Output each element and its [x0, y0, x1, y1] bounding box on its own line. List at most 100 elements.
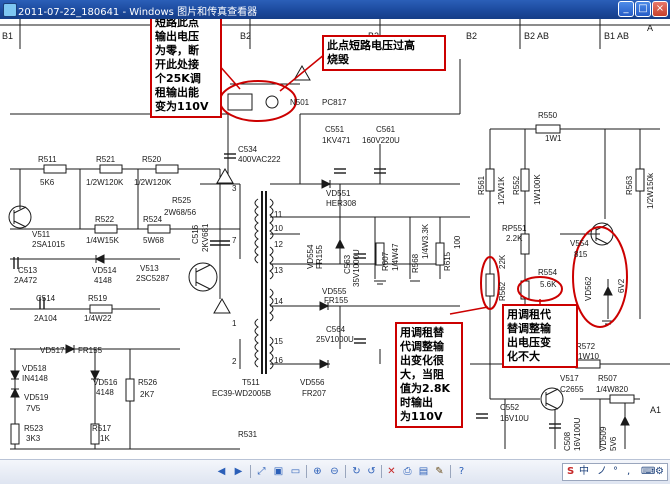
toolbar-separator: [450, 465, 451, 478]
image-canvas: B1 B2 B2 B2 B2 AB B1 AB A A1 N501 PC817 …: [0, 19, 670, 459]
edge-label: A: [647, 23, 653, 33]
component-label: R607: [381, 251, 390, 271]
schematic-drawing: B1 B2 B2 B2 B2 AB B1 AB A A1 N501 PC817 …: [0, 19, 670, 451]
print-icon[interactable]: ⎙: [403, 466, 412, 477]
note-line: 为零，断: [155, 44, 199, 57]
ime-pinyin-label: ノ: [597, 466, 607, 477]
component-label: EC39-WD2005B: [212, 389, 271, 398]
settings-icon[interactable]: ⚙: [655, 466, 664, 477]
component-label: R522: [95, 215, 115, 224]
annotation-note-pot-replacement: 用调租替 代调整输 出变化很 大，当阻 值为2.8K 时输出 为110V: [395, 322, 463, 428]
annotation-note-short-circuit: 短路此点 输出电压 为零，断 开此处接 个25K调 租输出能 变为110V: [150, 19, 222, 118]
help-icon[interactable]: ?: [458, 466, 465, 477]
part-label: PC817: [322, 98, 347, 107]
note-line: 个25K调: [155, 72, 201, 85]
edit-icon[interactable]: ✎: [435, 466, 444, 477]
component-label: FR207: [302, 389, 327, 398]
component-label: 7V5: [26, 404, 41, 413]
ime-punct-label: ,: [627, 466, 631, 477]
component-label: RP551: [502, 224, 527, 233]
component-label: 1/4W22: [84, 314, 112, 323]
save-icon[interactable]: ▤: [418, 466, 429, 477]
edge-label: B1 AB: [604, 31, 629, 41]
edge-label: B2 AB: [524, 31, 549, 41]
maximize-button[interactable]: □: [635, 1, 651, 17]
note-line: 值为2.8K: [400, 382, 451, 395]
keyboard-icon[interactable]: ⌨: [641, 466, 656, 477]
component-label: IN4148: [22, 374, 48, 383]
component-label: R521: [96, 155, 116, 164]
component-label: 22K: [498, 254, 507, 269]
pin-label: 1: [232, 319, 237, 328]
slideshow-icon[interactable]: ▭: [290, 466, 301, 477]
component-label: 400VAC222: [238, 155, 281, 164]
delete-icon[interactable]: ✕: [387, 466, 396, 477]
component-label: VD554: [306, 244, 315, 269]
edge-label: B1: [2, 31, 13, 41]
note-line: 开此处接: [155, 58, 199, 71]
component-label: 815: [574, 250, 588, 259]
component-label: 16V10U: [500, 414, 529, 423]
note-line: 用调租替: [400, 326, 444, 339]
component-label: R531: [238, 430, 258, 439]
best-fit-icon[interactable]: ⤢: [257, 466, 266, 477]
component-label: 2.2K: [506, 234, 523, 243]
component-label: C508: [563, 431, 572, 451]
component-label: 3K3: [26, 434, 41, 443]
note-line: 此点短路电压过高: [327, 39, 415, 52]
zoom-out-icon[interactable]: ⊖: [330, 466, 339, 477]
component-label: VD555: [322, 287, 347, 296]
component-label: 1W100K: [533, 174, 542, 205]
component-label: R550: [538, 111, 558, 120]
rotate-cw-icon[interactable]: ↻: [352, 466, 361, 477]
note-line: 时输出: [400, 396, 433, 409]
forward-icon[interactable]: ▶: [234, 466, 243, 477]
component-label: V554: [570, 239, 589, 248]
note-line: 出变化很: [400, 354, 444, 367]
component-label: R519: [88, 294, 108, 303]
pin-label: 15: [274, 337, 283, 346]
component-label: C551: [325, 125, 345, 134]
minimize-button[interactable]: _: [618, 1, 634, 17]
close-button[interactable]: ×: [652, 1, 668, 17]
component-label: 6V2: [617, 278, 626, 293]
component-label: C552: [500, 403, 520, 412]
ime-logo: S: [567, 466, 575, 477]
component-label: C564: [326, 325, 346, 334]
pin-label: 12: [274, 240, 283, 249]
viewer-toolbar: ◀ ▶ ⤢ ▣ ▭ ⊕ ⊖ ↻ ↺ ✕ ⎙ ▤ ✎ ?: [0, 459, 670, 484]
zoom-in-icon[interactable]: ⊕: [313, 466, 322, 477]
pin-label: 13: [274, 266, 283, 275]
component-label: 5V6: [609, 436, 618, 451]
app-icon: [3, 3, 17, 17]
ime-width-label: °: [613, 466, 618, 477]
ime-status-bar[interactable]: S 中 ノ ° , ⌨ ⚙: [562, 463, 668, 481]
edge-label: A1: [650, 405, 661, 415]
resistor-symbols: [10, 124, 645, 445]
component-label: VD556: [300, 378, 325, 387]
diode-symbols: [10, 179, 630, 426]
component-label: 2W68/56: [164, 208, 197, 217]
component-label: R563: [625, 175, 634, 195]
title-bar: 2011-07-22_180641 - Windows 图片和传真查看器 _ □…: [0, 0, 670, 19]
component-label: 2K7: [140, 390, 155, 399]
component-label: 160V220U: [362, 136, 400, 145]
component-label: 4148: [94, 276, 112, 285]
note-line: 化不大: [507, 350, 540, 363]
component-label: 2A472: [14, 276, 38, 285]
component-label: 1/4W47: [391, 243, 400, 271]
rotate-ccw-icon[interactable]: ↺: [367, 466, 376, 477]
component-label: R525: [172, 196, 192, 205]
note-line: 变为110V: [155, 100, 209, 113]
component-label: 1/4W3.3K: [421, 223, 430, 259]
component-label: 4148: [96, 388, 114, 397]
component-label: V513: [140, 264, 159, 273]
component-label: C534: [238, 145, 258, 154]
component-label: 5K6: [40, 178, 55, 187]
actual-size-icon[interactable]: ▣: [273, 466, 284, 477]
back-icon[interactable]: ◀: [217, 466, 226, 477]
component-label: 1/2W120K: [134, 178, 172, 187]
toolbar-separator: [306, 465, 307, 478]
component-label: VD519: [24, 393, 49, 402]
component-label: 1/2W150k: [646, 172, 655, 209]
